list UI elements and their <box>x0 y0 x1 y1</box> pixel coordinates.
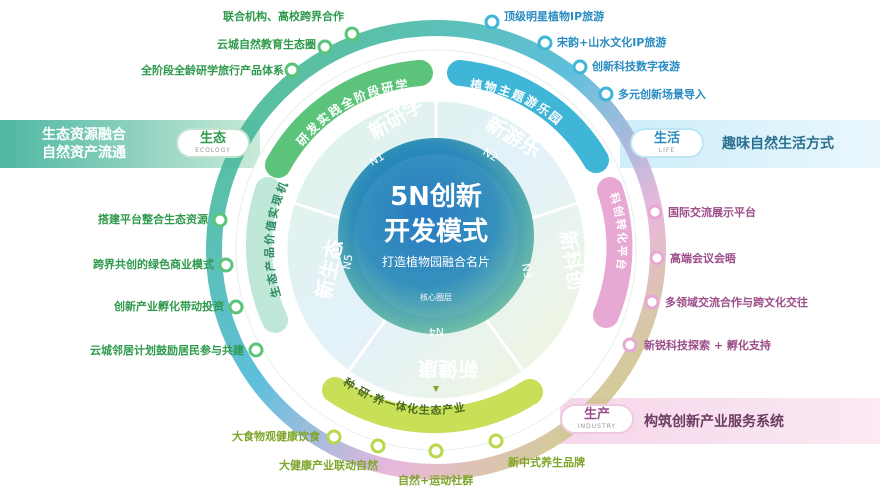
center-subtitle: 打造植物园融合名片 <box>382 254 490 269</box>
life-pill-en: LIFE <box>658 147 676 154</box>
ecology-pill-en: ECOLOGY <box>195 147 231 154</box>
band-n1 <box>265 60 433 178</box>
arrow-down-icon <box>433 386 439 392</box>
study-label-3: 全阶段全龄研学旅行产品体系 <box>141 64 284 77</box>
play-label-2: 宋韵+山水文化IP旅游 <box>557 36 667 49</box>
innov-label-4: 新锐科技探索 + 孵化支持 <box>644 339 771 352</box>
core-circle <box>338 138 534 334</box>
play-label-3: 创新科技数字夜游 <box>592 60 680 73</box>
play-label-1: 顶级明星植物IP旅游 <box>504 10 605 23</box>
ecology-desc-line1: 生态资源融合 <box>42 127 126 143</box>
sector-code-n3: N3 <box>519 262 534 279</box>
innov-label-1: 国际交流展示平台 <box>668 206 756 219</box>
ring-dots <box>212 14 665 459</box>
eco-label-2: 跨界共创的绿色商业模式 <box>93 258 214 271</box>
life-band-text: 趣味自然生活方式 <box>722 122 834 166</box>
industry-desc: 构筑创新产业服务系统 <box>644 414 784 430</box>
play-label-4: 多元创新场景导入 <box>618 88 706 101</box>
ecology-desc-line2: 自然资产流通 <box>42 145 126 161</box>
ecology-pill-zh: 生态 <box>199 131 226 146</box>
core-inner-glow <box>354 154 518 318</box>
innov-label-3: 多领域交流合作与跨文化交往 <box>665 296 808 309</box>
band-n5 <box>245 177 288 333</box>
eco-label-3: 创新产业孵化带动投资 <box>114 300 224 313</box>
eco-label-1: 搭建平台整合生态资源 <box>98 213 208 226</box>
study-label-2: 云城自然教育生态圈 <box>217 38 316 51</box>
study-label-1: 联合机构、高校跨界合作 <box>223 10 344 23</box>
health-label-2: 大健康产业联动自然 <box>279 459 378 472</box>
sector-code-n4: N4 <box>429 325 444 338</box>
ecology-band-text: 生态资源融合 自然资产流通 <box>42 122 126 166</box>
ecology-pill: 生态 ECOLOGY <box>176 128 250 158</box>
life-desc: 趣味自然生活方式 <box>722 136 834 152</box>
core-label: 核心圈层 <box>420 292 452 302</box>
sector-name-n4: 新健康 <box>417 357 478 381</box>
life-pill: 生活 LIFE <box>630 128 704 158</box>
band-n2 <box>447 60 609 173</box>
band-n3 <box>593 177 633 328</box>
innov-label-2: 高端会议会晤 <box>670 252 736 265</box>
eco-label-4: 云城邻居计划鼓励居民参与共建 <box>90 344 244 357</box>
industry-pill-zh: 生产 <box>583 407 610 422</box>
arrow-up-icon <box>433 98 439 104</box>
industry-pill: 生产 INDUSTRY <box>560 404 634 434</box>
sector-code-n5: N5 <box>340 253 355 270</box>
health-label-3: 自然+运动社群 <box>398 474 474 487</box>
health-label-1: 大食物观健康饮食 <box>232 430 320 443</box>
center-title-line1: 5N创新 <box>390 181 482 212</box>
band-n4 <box>322 377 543 434</box>
life-pill-zh: 生活 <box>653 131 680 146</box>
health-label-4: 新中式养生品牌 <box>508 456 585 469</box>
center-title-line2: 开发模式 <box>384 216 488 247</box>
industry-band-text: 构筑创新产业服务系统 <box>644 400 784 444</box>
outer-ring <box>206 20 666 480</box>
industry-pill-en: INDUSTRY <box>577 423 617 430</box>
